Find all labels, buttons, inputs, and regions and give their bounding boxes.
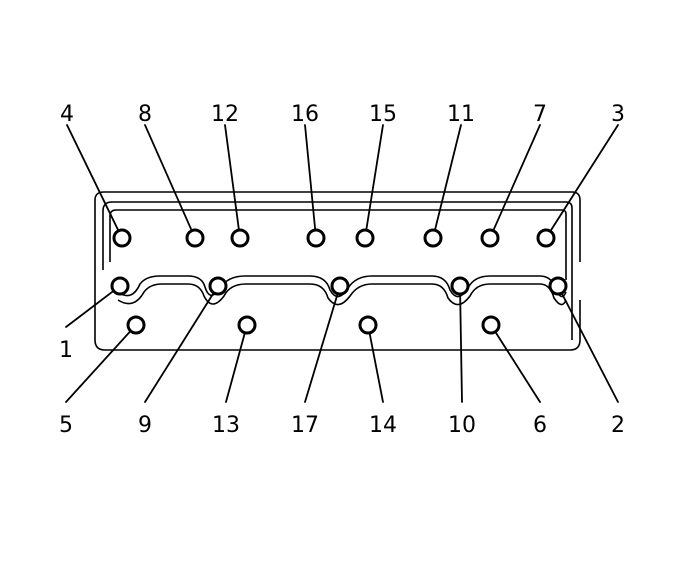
leader-line-bolt-15 (365, 124, 384, 231)
leader-line-bolt-6 (494, 330, 541, 403)
cylinder-head-inner-outline (102, 201, 573, 340)
bolt-hole-7 (480, 228, 500, 248)
bolt-hole-15 (355, 228, 375, 248)
bolt-hole-17 (330, 276, 350, 296)
cylinder-head-inner-outline-2 (109, 209, 567, 280)
bolt-hole-9 (208, 276, 228, 296)
bolt-hole-12 (230, 228, 250, 248)
leader-line-bolt-3 (549, 124, 619, 233)
bolt-sequence-label-7: 7 (533, 102, 547, 127)
leader-line-bolt-13 (225, 331, 246, 403)
bolt-sequence-label-2: 2 (611, 413, 625, 438)
leader-line-bolt-17 (304, 292, 339, 403)
bolt-sequence-label-10: 10 (448, 413, 476, 438)
bolt-hole-1 (110, 276, 130, 296)
bolt-hole-13 (237, 315, 257, 335)
bolt-sequence-label-1: 1 (59, 338, 73, 363)
bolt-hole-6 (481, 315, 501, 335)
bolt-sequence-label-17: 17 (291, 413, 319, 438)
leader-line-bolt-9 (144, 291, 215, 403)
combustion-chamber-edge-2 (117, 283, 567, 306)
leader-line-bolt-5 (65, 330, 132, 403)
leader-line-bolt-11 (434, 124, 462, 232)
leader-line-bolt-16 (304, 124, 317, 231)
leader-line-bolt-10 (459, 293, 463, 403)
bolt-sequence-label-16: 16 (291, 102, 319, 127)
bolt-sequence-label-6: 6 (533, 413, 547, 438)
leader-line-bolt-1 (65, 289, 115, 328)
bolt-hole-10 (450, 276, 470, 296)
bolt-sequence-label-13: 13 (212, 413, 240, 438)
combustion-chamber-edge (117, 275, 567, 298)
leader-line-bolt-14 (368, 331, 384, 403)
bolt-hole-14 (358, 315, 378, 335)
bolt-sequence-label-11: 11 (447, 102, 475, 127)
bolt-sequence-label-4: 4 (60, 102, 74, 127)
bolt-hole-16 (306, 228, 326, 248)
bolt-hole-4 (112, 228, 132, 248)
bolt-layer: 4 8 12 16 15 11 7 3 1 9 17 10 2 5 13 14 6 (59, 102, 625, 438)
bolt-hole-3 (536, 228, 556, 248)
bolt-sequence-label-15: 15 (369, 102, 397, 127)
bolt-hole-11 (423, 228, 443, 248)
leader-line-bolt-12 (224, 124, 240, 231)
cylinder-head-outer-outline (94, 191, 581, 351)
bolt-sequence-label-3: 3 (611, 102, 625, 127)
leader-line-bolt-4 (66, 124, 120, 232)
bolt-hole-8 (185, 228, 205, 248)
bolt-hole-2 (548, 276, 568, 296)
leader-line-bolt-2 (560, 292, 619, 403)
leader-line-bolt-7 (492, 124, 541, 232)
bolt-sequence-label-8: 8 (138, 102, 152, 127)
bolt-sequence-label-5: 5 (59, 413, 73, 438)
bolt-hole-5 (126, 315, 146, 335)
bolt-sequence-label-12: 12 (211, 102, 239, 127)
leader-line-bolt-8 (144, 124, 193, 232)
bolt-sequence-label-14: 14 (369, 413, 397, 438)
bolt-sequence-label-9: 9 (138, 413, 152, 438)
